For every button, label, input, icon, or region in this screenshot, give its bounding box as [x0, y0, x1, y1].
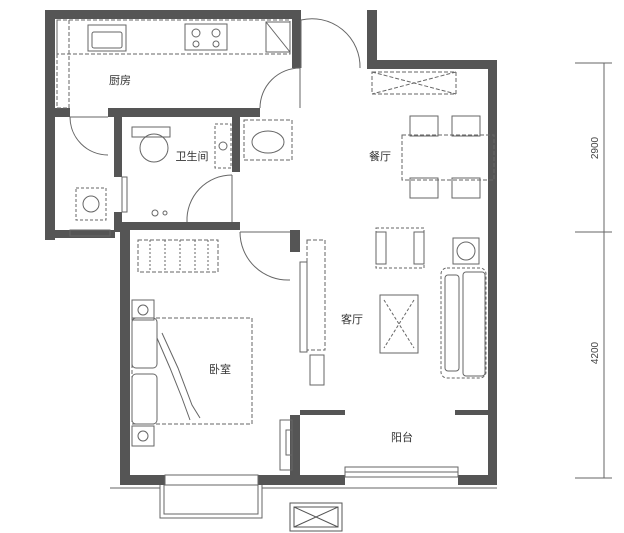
- walls: [45, 10, 497, 485]
- dimension-upper: 2900: [590, 136, 601, 159]
- room-label-dining: 餐厅: [369, 149, 391, 163]
- room-label-balcony: 阳台: [391, 430, 413, 444]
- doors: [69, 18, 361, 281]
- room-label-bedroom: 卧室: [209, 362, 231, 376]
- ac-unit: [289, 502, 343, 532]
- room-label-bathroom: 卫生间: [176, 149, 209, 163]
- bathroom-fixtures: [131, 119, 293, 217]
- living-furniture: [299, 227, 487, 386]
- dimension-lines: [575, 62, 612, 479]
- room-label-kitchen: 厨房: [109, 74, 131, 87]
- room-label-living: 客厅: [341, 312, 363, 326]
- kitchen-counter: [56, 19, 291, 221]
- windows: [69, 176, 497, 519]
- dining-furniture: [371, 71, 495, 199]
- dimension-lower: 4200: [590, 341, 601, 364]
- bedroom-furniture: [131, 239, 293, 471]
